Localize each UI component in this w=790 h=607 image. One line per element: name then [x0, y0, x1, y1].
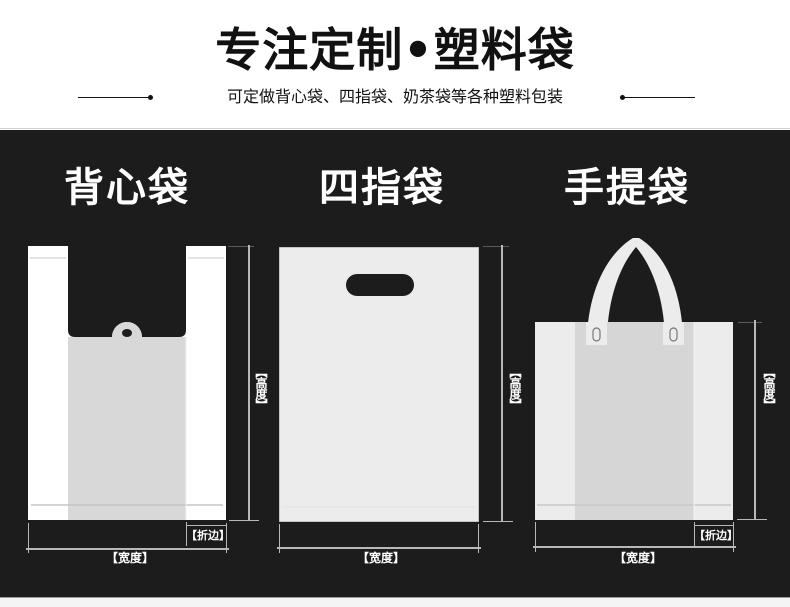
diecut-bag-icon — [278, 246, 480, 523]
vest-height-tick-top — [228, 246, 254, 247]
tote-gusset-line — [694, 525, 733, 526]
vest-bag-illustration — [28, 246, 226, 520]
tote-gusset-tick — [694, 522, 695, 546]
page-header: 专注定制•塑料袋 可定做背心袋、四指袋、奶茶袋等各种塑料包装 — [0, 0, 790, 129]
vest-width-line — [26, 548, 229, 550]
page-title: 专注定制•塑料袋 — [215, 23, 575, 77]
bag-title-diecut: 四指袋 — [319, 165, 445, 211]
diecut-height-line — [501, 245, 503, 522]
vest-gusset-line — [186, 525, 226, 526]
diecut-width-label: 【宽度】 — [357, 551, 406, 565]
header-divider — [0, 128, 790, 129]
vest-gusset-label: 【折边】 — [186, 529, 230, 542]
vest-gusset-tick — [186, 522, 187, 546]
diecut-width-tick-left — [279, 524, 280, 553]
subtitle-rule-left — [78, 97, 150, 98]
vest-bag-icon — [28, 246, 226, 520]
subtitle-rule-right — [622, 97, 695, 98]
tote-width-line — [533, 546, 736, 548]
tote-height-tick-top — [738, 322, 762, 323]
diecut-height-tick-bottom — [483, 521, 513, 522]
tote-bag-illustration — [535, 235, 733, 520]
footer-strip — [0, 597, 790, 607]
vest-height-tick-bottom — [229, 520, 259, 521]
tote-width-tick-right — [733, 522, 734, 552]
vest-width-tick-right — [226, 523, 227, 553]
subtitle-dot-left — [148, 95, 153, 100]
tote-height-label: 【高度】 — [762, 366, 776, 410]
vest-width-tick-left — [28, 523, 29, 553]
vest-width-label: 【宽度】 — [106, 551, 155, 565]
page-subtitle: 可定做背心袋、四指袋、奶茶袋等各种塑料包装 — [226, 87, 563, 106]
vest-height-line — [248, 245, 250, 521]
diecut-height-label: 【高度】 — [508, 366, 522, 410]
diecut-height-tick-top — [483, 246, 509, 247]
tote-height-tick-bottom — [737, 519, 767, 520]
tote-gusset-label: 【折边】 — [694, 529, 738, 542]
tote-width-tick-left — [535, 522, 536, 552]
bag-title-tote: 手提袋 — [564, 165, 690, 211]
tote-height-line — [754, 320, 756, 520]
bag-title-vest: 背心袋 — [64, 165, 190, 211]
diecut-width-line — [277, 547, 481, 549]
vest-height-label: 【高度】 — [254, 366, 268, 410]
diecut-bag-illustration — [278, 246, 480, 523]
diecut-width-tick-right — [478, 524, 479, 553]
tote-width-label: 【宽度】 — [614, 551, 663, 565]
tote-bag-icon — [535, 238, 733, 520]
